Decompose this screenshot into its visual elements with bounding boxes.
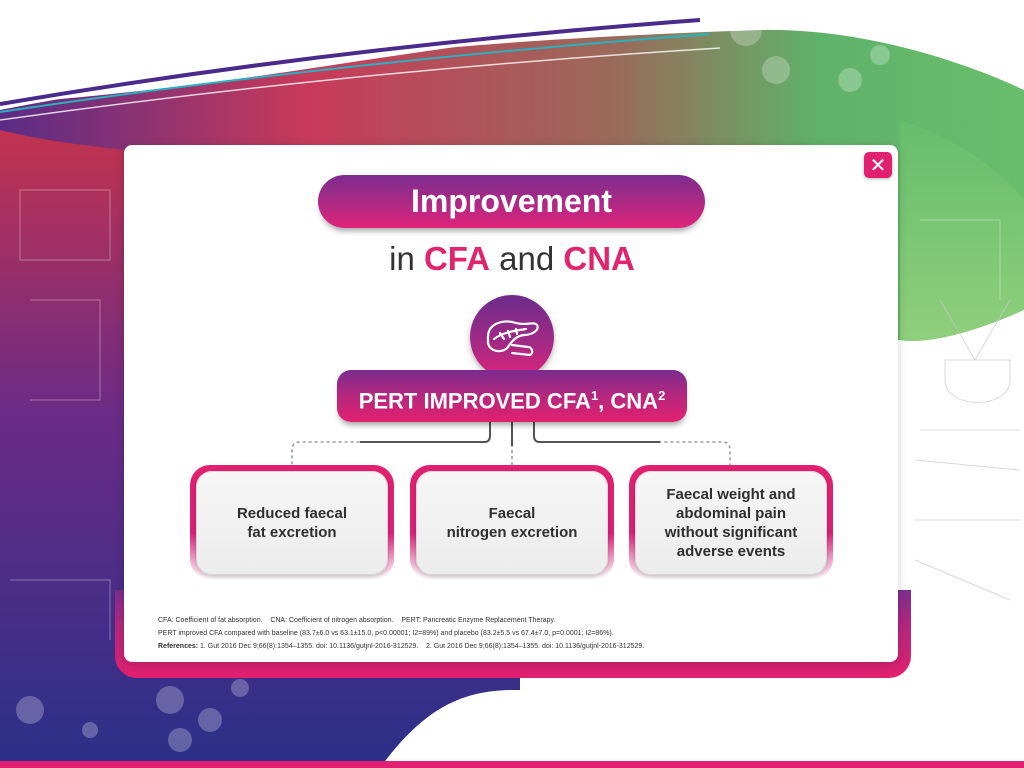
page-title: Improvement [318, 175, 705, 228]
page-subtitle: in CFA and CNA [300, 240, 724, 278]
footnotes: CFA: Coefficient of fat absorption. CNA:… [158, 614, 878, 653]
outcome-box-nitrogen: Faecal nitrogen excretion [410, 465, 614, 579]
outcome-line: nitrogen excretion [446, 524, 578, 541]
banner-text: PERT IMPROVED CFA [358, 388, 591, 414]
abbreviations-note: CFA: Coefficient of fat absorption. CNA:… [158, 617, 556, 624]
subtitle-term-cfa: CFA [423, 240, 490, 277]
pancreas-icon [486, 320, 539, 357]
banner-text-cna: , CNA [598, 388, 659, 414]
outcome-line: Reduced faecal [236, 505, 348, 522]
references-note: References: 1. Gut 2016 Dec 9;66(8):1354… [158, 640, 878, 653]
statistics-note: PERT improved CFA compared with baseline… [158, 630, 614, 637]
references-label: References: [158, 643, 199, 650]
subtitle-prefix: in [389, 240, 424, 277]
subtitle-term-cna: CNA [563, 240, 635, 277]
outcome-line: Faecal [488, 505, 536, 522]
outcome-line: adverse events [676, 543, 786, 560]
outcome-box-weight-pain: Faecal weight and abdominal pain without s… [629, 465, 833, 579]
outcome-box-fat: Reduced faecal fat excretion [190, 465, 394, 579]
pert-banner: PERT IMPROVED CFA1, CNA2 [337, 370, 687, 422]
outcome-line: fat excretion [247, 524, 337, 541]
bottom-accent-strip [0, 761, 1024, 768]
subtitle-mid: and [489, 240, 564, 277]
outcome-box-weight-pain-label: Faecal weight and abdominal pain without s… [635, 471, 827, 575]
outcome-line: without significant [664, 524, 798, 541]
close-icon: ✕ [869, 153, 887, 177]
outcome-line: Faecal weight and [666, 486, 796, 503]
banner-ref-1: 1 [590, 388, 599, 403]
banner-ref-2: 2 [658, 388, 666, 403]
close-button[interactable]: ✕ [864, 152, 892, 178]
outcome-line: abdominal pain [675, 505, 786, 522]
outcome-box-fat-label: Reduced faecal fat excretion [196, 471, 388, 575]
pancreas-badge [470, 295, 554, 379]
references-text: 1. Gut 2016 Dec 9;66(8):1354–1355. doi: … [198, 643, 645, 650]
outcome-box-nitrogen-label: Faecal nitrogen excretion [416, 471, 608, 575]
